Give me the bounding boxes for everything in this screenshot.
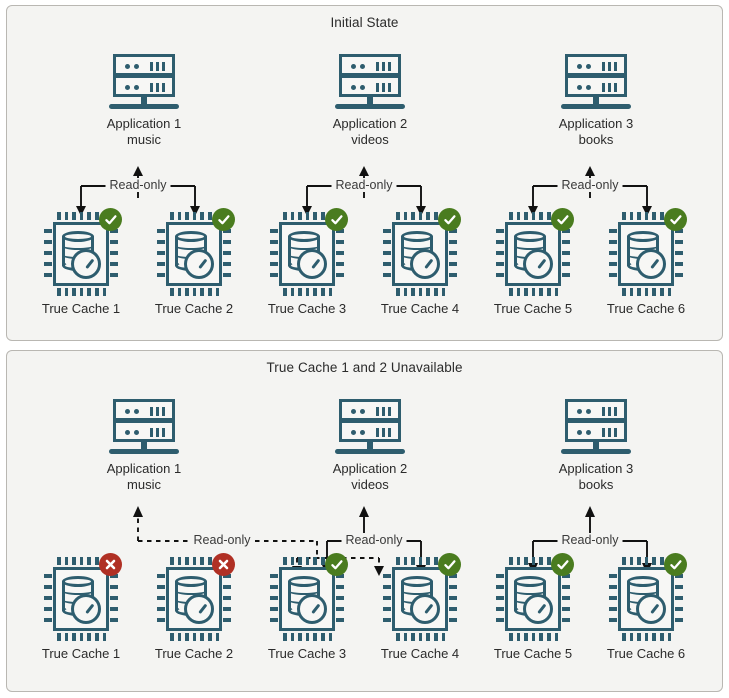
true-cache-chip-icon <box>494 208 574 297</box>
server-icon <box>107 399 181 457</box>
panel-title-unavailable: True Cache 1 and 2 Unavailable <box>266 360 463 375</box>
check-circle-icon <box>551 553 574 576</box>
check-circle-icon <box>325 553 348 576</box>
cache-node-true-cache-2[interactable]: True Cache 2 <box>139 208 249 316</box>
app-workload: videos <box>351 477 389 492</box>
app-node-application-3[interactable]: Application 3 books <box>531 54 661 148</box>
check-circle-icon <box>438 208 461 231</box>
cache-label: True Cache 4 <box>380 301 460 316</box>
server-icon <box>559 399 633 457</box>
true-cache-chip-icon <box>155 208 235 297</box>
cache-label: True Cache 2 <box>154 301 234 316</box>
app-workload: videos <box>351 132 389 147</box>
app-name: Application 1 <box>106 116 182 131</box>
check-circle-icon <box>664 208 687 231</box>
cache-label: True Cache 6 <box>606 301 686 316</box>
app-name: Application 3 <box>558 461 634 476</box>
server-icon <box>107 54 181 112</box>
cache-label: True Cache 1 <box>41 646 121 661</box>
check-circle-icon <box>212 208 235 231</box>
connector-app1-to-caches-top: Read-only <box>7 166 729 221</box>
true-cache-chip-icon <box>494 553 574 642</box>
true-cache-chip-icon <box>268 553 348 642</box>
cache-node-true-cache-1[interactable]: True Cache 1 <box>26 553 136 661</box>
app-label: Application 3 books <box>531 116 661 148</box>
app-label: Application 3 books <box>531 461 661 493</box>
app-workload: music <box>127 132 161 147</box>
edge-label-read-only: Read-only <box>557 533 623 547</box>
cache-node-true-cache-3[interactable]: True Cache 3 <box>252 553 362 661</box>
app-node-application-1[interactable]: Application 1 music <box>79 54 209 148</box>
cache-node-true-cache-6[interactable]: True Cache 6 <box>591 208 701 316</box>
app-name: Application 3 <box>558 116 634 131</box>
edge-label-read-only: Read-only <box>557 178 623 192</box>
cache-node-true-cache-2[interactable]: True Cache 2 <box>139 553 249 661</box>
app-node-application-2[interactable]: Application 2 videos <box>305 54 435 148</box>
true-cache-chip-icon <box>607 553 687 642</box>
app-label: Application 1 music <box>79 116 209 148</box>
app-node-application-3[interactable]: Application 3 books <box>531 399 661 493</box>
cache-node-true-cache-4[interactable]: True Cache 4 <box>365 208 475 316</box>
app-name: Application 2 <box>332 116 408 131</box>
connector-app3-to-caches-top: Read-only <box>7 166 729 221</box>
app-node-application-2[interactable]: Application 2 videos <box>305 399 435 493</box>
cache-label: True Cache 5 <box>493 301 573 316</box>
true-cache-chip-icon <box>155 553 235 642</box>
app-name: Application 1 <box>106 461 182 476</box>
cache-node-true-cache-1[interactable]: True Cache 1 <box>26 208 136 316</box>
edge-label-read-only: Read-only <box>341 533 407 547</box>
check-circle-icon <box>438 553 461 576</box>
server-icon <box>333 399 407 457</box>
panel-initial-state: Initial State Application 1 music Applic… <box>6 5 723 341</box>
cache-label: True Cache 5 <box>493 646 573 661</box>
app-workload: music <box>127 477 161 492</box>
connector-app1-rerouted-dashed: Read-only <box>7 506 729 576</box>
connector-app2-to-caches-top: Read-only <box>7 166 729 221</box>
server-icon <box>333 54 407 112</box>
app-label: Application 2 videos <box>305 461 435 493</box>
app-label: Application 2 videos <box>305 116 435 148</box>
check-circle-icon <box>551 208 574 231</box>
server-icon <box>559 54 633 112</box>
cache-label: True Cache 3 <box>267 646 347 661</box>
app-workload: books <box>578 132 614 147</box>
cache-label: True Cache 1 <box>41 301 121 316</box>
app-workload: books <box>578 477 614 492</box>
true-cache-chip-icon <box>42 553 122 642</box>
cache-node-true-cache-4[interactable]: True Cache 4 <box>365 553 475 661</box>
cache-label: True Cache 4 <box>380 646 460 661</box>
true-cache-chip-icon <box>381 208 461 297</box>
app-name: Application 2 <box>332 461 408 476</box>
cache-label: True Cache 2 <box>154 646 234 661</box>
x-circle-icon <box>212 553 235 576</box>
check-circle-icon <box>664 553 687 576</box>
app-node-application-1[interactable]: Application 1 music <box>79 399 209 493</box>
app-label: Application 1 music <box>79 461 209 493</box>
x-circle-icon <box>99 553 122 576</box>
cache-node-true-cache-3[interactable]: True Cache 3 <box>252 208 362 316</box>
true-cache-chip-icon <box>42 208 122 297</box>
true-cache-chip-icon <box>268 208 348 297</box>
connector-app3-to-caches-bottom: Read-only <box>7 506 729 576</box>
true-cache-chip-icon <box>607 208 687 297</box>
edge-label-read-only: Read-only <box>105 178 171 192</box>
check-circle-icon <box>325 208 348 231</box>
edge-label-read-only: Read-only <box>189 533 255 547</box>
check-circle-icon <box>99 208 122 231</box>
cache-node-true-cache-5[interactable]: True Cache 5 <box>478 208 588 316</box>
cache-label: True Cache 6 <box>606 646 686 661</box>
panel-title-initial-state: Initial State <box>330 15 399 30</box>
true-cache-chip-icon <box>381 553 461 642</box>
cache-node-true-cache-5[interactable]: True Cache 5 <box>478 553 588 661</box>
cache-label: True Cache 3 <box>267 301 347 316</box>
edge-label-read-only: Read-only <box>331 178 397 192</box>
cache-node-true-cache-6[interactable]: True Cache 6 <box>591 553 701 661</box>
panel-true-cache-1-and-2-unavailable: True Cache 1 and 2 Unavailable Applicati… <box>6 350 723 692</box>
